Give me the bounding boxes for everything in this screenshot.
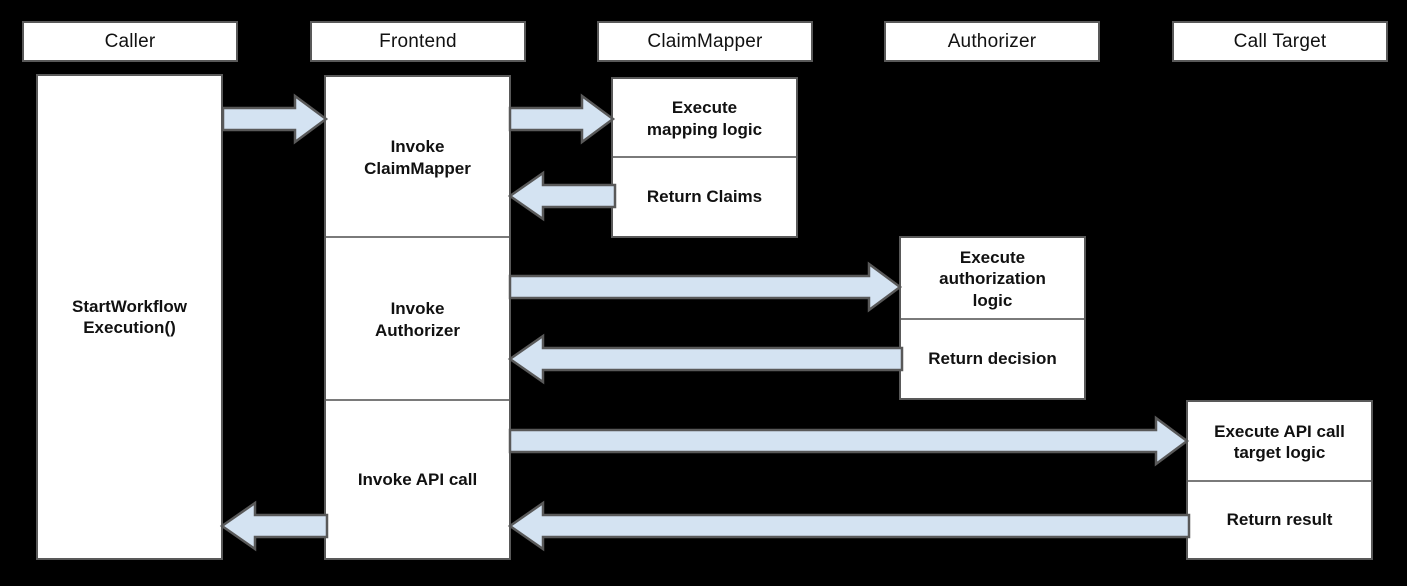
activation-cell-calltarget-return-result: Return result — [1188, 482, 1371, 558]
message-arrow-frontend-to-calltarget — [508, 415, 1190, 467]
lane-header-claimmapper-label: ClaimMapper — [647, 30, 763, 52]
lane-header-authorizer-label: Authorizer — [947, 30, 1037, 52]
lane-header-caller: Caller — [22, 21, 238, 62]
message-arrow-frontend-to-caller — [219, 500, 329, 552]
message-arrow-calltarget-to-frontend — [507, 500, 1191, 552]
lane-header-frontend-label: Frontend — [379, 30, 457, 52]
activation-divider — [326, 399, 509, 401]
activation-divider — [901, 318, 1084, 320]
lane-header-authorizer: Authorizer — [884, 21, 1100, 62]
activation-divider — [613, 156, 796, 158]
message-arrow-frontend-to-authorizer — [508, 261, 903, 313]
activation-cell-frontend-invoke-api-call: Invoke API call — [326, 401, 509, 558]
lane-header-calltarget: Call Target — [1172, 21, 1388, 62]
message-arrow-caller-to-frontend — [221, 93, 329, 145]
lane-header-frontend: Frontend — [310, 21, 526, 62]
message-arrow-claimmapper-to-frontend — [507, 170, 617, 222]
activation-cell-authorizer-return-decision-label: Return decision — [928, 349, 1057, 369]
message-arrow-authorizer-to-frontend — [507, 333, 904, 385]
message-arrow-frontend-to-claimmapper — [508, 93, 616, 145]
activation-cell-claimmapper-return-claims: Return Claims — [613, 158, 796, 236]
lane-header-claimmapper: ClaimMapper — [597, 21, 813, 62]
activation-cell-frontend-invoke-api-call-label: Invoke API call — [357, 469, 478, 489]
activation-cell-calltarget-return-result-label: Return result — [1226, 510, 1333, 530]
activation-divider — [326, 236, 509, 238]
activation-cell-authorizer-return-decision: Return decision — [901, 320, 1084, 398]
lane-header-calltarget-label: Call Target — [1233, 30, 1327, 52]
lane-header-caller-label: Caller — [104, 30, 156, 52]
activation-cell-claimmapper-return-claims-label: Return Claims — [646, 187, 763, 207]
activation-divider — [1188, 480, 1371, 482]
